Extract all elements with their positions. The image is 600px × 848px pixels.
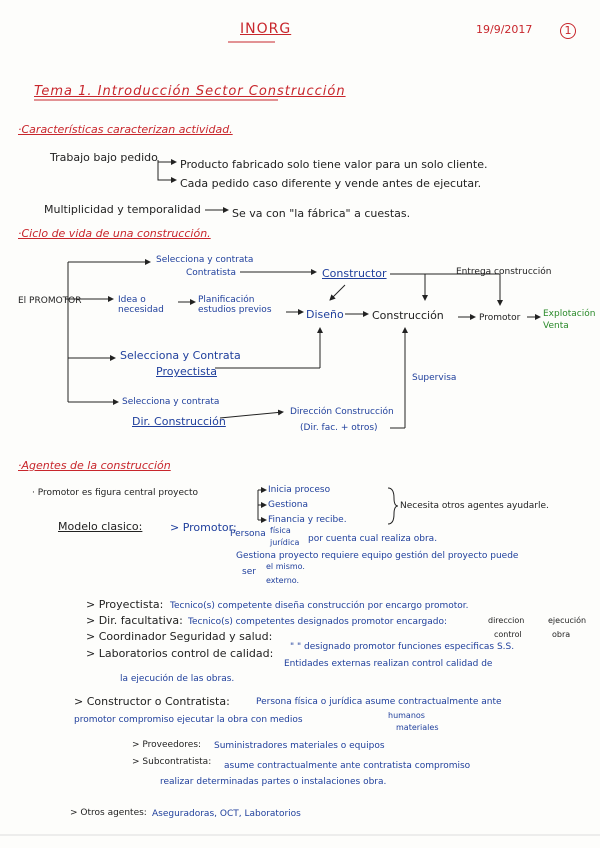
proyectista: Proyectista [156,365,217,378]
dir-fac-side4: obra [552,630,571,639]
sel-proyectista: Selecciona y Contrata [120,349,241,362]
multiplicidad: Multiplicidad y temporalidad [44,203,201,216]
materiales: materiales [396,723,439,732]
constructor-label: > Constructor o Contratista: [74,695,230,708]
constructor-text1: Persona física o jurídica asume contract… [256,697,502,707]
trabajo-bajo-pedido: Trabajo bajo pedido [50,151,158,164]
title-underlines [34,41,278,101]
modelo-clasico: Modelo clasico: [58,520,143,533]
page-number: 1 [560,23,576,39]
otros-label: > Otros agentes: [70,808,147,818]
date: 19/9/2017 [476,23,533,36]
dir-fac-text: Tecnico(s) competentes designados promot… [188,617,448,627]
entrega-construccion: Entrega construcción [456,267,552,277]
dir-fac-label: > Dir. facultativa: [86,614,183,627]
multiplicidad-result: Se va con "la fábrica" a cuestas. [232,207,411,220]
construccion: Construcción [372,309,444,322]
sel-contratista-2: Contratista [186,268,237,278]
por-cuenta: por cuenta cual realiza obra. [308,534,438,544]
subject-title: INORG [240,21,292,37]
subcontratista-text2: realizar determinadas partes o instalaci… [160,777,387,787]
idea-necesidad: Idea o necesidad [118,295,164,315]
otros-text: Aseguradoras, OCT, Laboratorios [152,809,301,819]
dir-construccion: Dir. Construcción [132,415,226,428]
diseno: Diseño [306,308,344,321]
inicia: Inicia proceso [268,485,331,495]
tb-item2: Cada pedido caso diferente y vende antes… [180,177,482,190]
el-mismo: el mismo. [266,562,305,571]
planificacion: Planificación estudios previos [198,295,272,315]
page-title: Tema 1. Introducción Sector Construcción [34,84,346,99]
sel-contratista-1: Selecciona y contrata [156,255,254,265]
coord-label: > Coordinador Seguridad y salud: [86,630,273,643]
promotor-label: > Promotor: [170,521,237,534]
proyectista-text: Tecnico(s) competente diseña construcció… [170,601,469,611]
dir-fac-side2: ejecución [548,616,587,625]
proyectista-label: > Proyectista: [86,598,164,611]
gestiona: Gestiona [268,500,308,510]
sel-dir: Selecciona y contrata [122,397,220,407]
lab-text1: Entidades externas realizan control cali… [284,659,493,669]
promotor-figura: · Promotor es figura central proyecto [32,488,198,498]
lab-label: > Laboratorios control de calidad: [86,647,274,660]
constructor-text2: promotor compromiso ejecutar la obra con… [74,715,303,725]
constructor: Constructor [322,267,387,280]
dir-fac-side3: control [494,630,522,639]
persona: Persona [230,529,266,539]
dir-details: (Dir. fac. + otros) [300,423,378,433]
proveedores-label: > Proveedores: [132,740,202,750]
section-heading-caracteristicas: ·Características caracterizan actividad. [18,123,233,136]
juridica: jurídica [270,538,300,547]
section-heading-ciclo: ·Ciclo de vida de una construcción. [18,227,211,240]
trabajo-brace [157,159,229,213]
coord-text: " " designado promotor funciones especif… [290,642,515,652]
promotor-final: Promotor [479,313,521,323]
externo: externo. [266,576,300,585]
agentes-braces [257,487,399,525]
tb-item1: Producto fabricado solo tiene valor para… [180,158,488,171]
necesita: Necesita otros agentes ayudarle. [400,501,549,511]
ciclo-arrows [65,259,541,429]
subcontratista-text1: asume contractualmente ante contratista … [224,761,471,771]
subcontratista-label: > Subcontratista: [132,757,212,767]
direccion-construccion: Dirección Construcción [290,407,394,417]
lab-text2: la ejecución de las obras. [120,674,235,684]
proveedores-text: Suministradores materiales o equipos [214,741,385,751]
humanos: humanos [388,711,425,720]
fisica: física [270,526,291,535]
gestion-line: Gestiona proyecto requiere equipo gestió… [236,551,519,561]
section-heading-agentes: ·Agentes de la construcción [18,459,171,472]
explotacion: Explotación [543,309,596,319]
venta: Venta [543,321,569,331]
supervisa: Supervisa [412,373,457,383]
financia: Financia y recibe. [268,515,347,525]
dir-fac-side1: direccion [488,616,525,625]
el-promotor: El PROMOTOR [18,296,82,306]
ser: ser [242,567,256,577]
